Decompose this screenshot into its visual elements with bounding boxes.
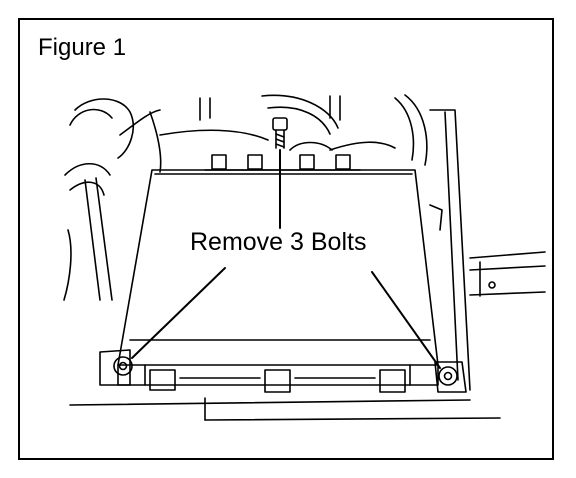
hose-assembly-left <box>63 98 162 301</box>
bolt-right <box>438 366 458 386</box>
connectors <box>204 154 361 171</box>
callout-label: Remove 3 Bolts <box>188 228 369 256</box>
leader-lines <box>131 149 441 369</box>
body-panel-right <box>429 109 546 391</box>
control-module <box>117 169 439 386</box>
mounting-bracket <box>69 349 501 421</box>
hose-assembly-top <box>159 94 428 166</box>
figure-title: Figure 1 <box>38 34 127 61</box>
bolt-top <box>272 117 288 149</box>
bolt-left <box>113 356 133 376</box>
